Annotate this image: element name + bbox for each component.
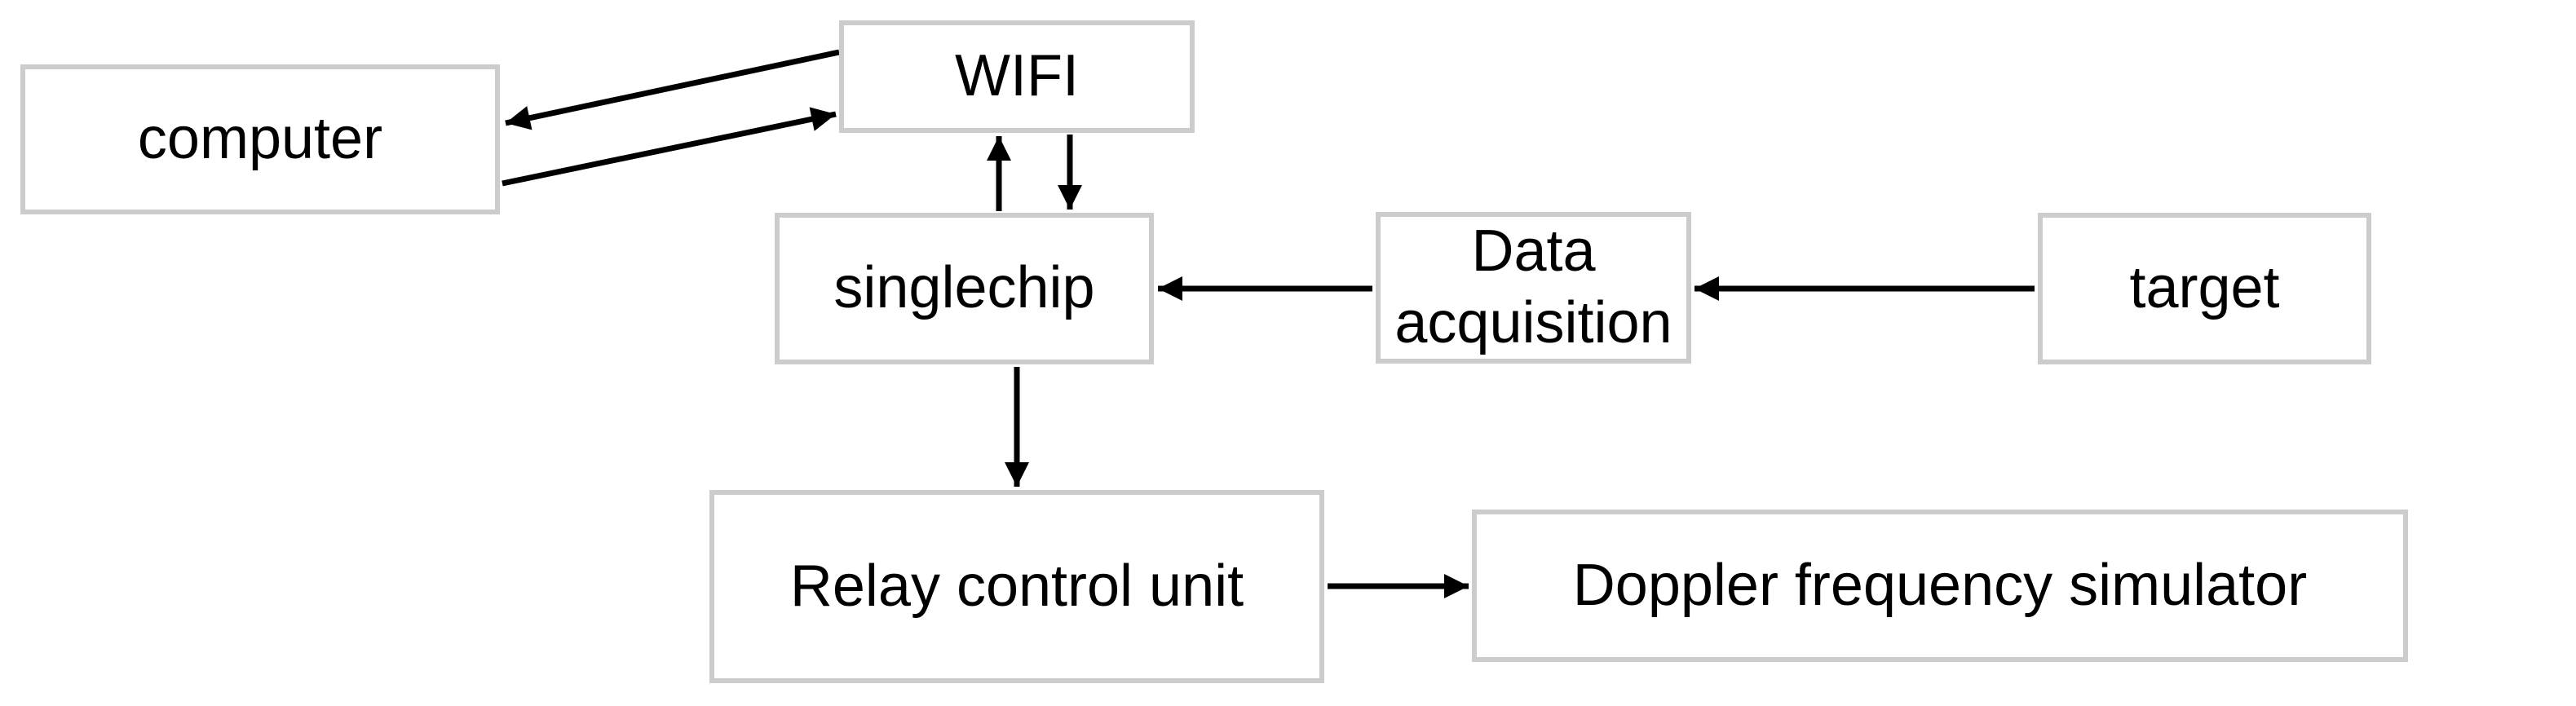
- node-doppler: Doppler frequency simulator: [1472, 510, 2408, 662]
- edge-computer-to-wifi: [502, 107, 837, 187]
- node-doppler-label: Doppler frequency simulator: [1572, 552, 2308, 618]
- node-wifi: WIFI: [839, 20, 1195, 133]
- node-data-acquisition-label: Data acquisition: [1394, 218, 1672, 355]
- node-computer: computer: [20, 64, 500, 214]
- node-data-acquisition: Data acquisition: [1376, 212, 1691, 364]
- node-singlechip-label: singlechip: [833, 255, 1095, 321]
- node-relay-label: Relay control unit: [789, 553, 1244, 619]
- node-target-label: target: [2129, 255, 2280, 321]
- node-computer-label: computer: [137, 106, 383, 172]
- node-relay: Relay control unit: [709, 490, 1324, 683]
- edge-wifi-to-computer: [505, 49, 840, 130]
- node-wifi-label: WIFI: [955, 43, 1079, 109]
- node-singlechip: singlechip: [775, 213, 1154, 364]
- node-target: target: [2038, 213, 2371, 364]
